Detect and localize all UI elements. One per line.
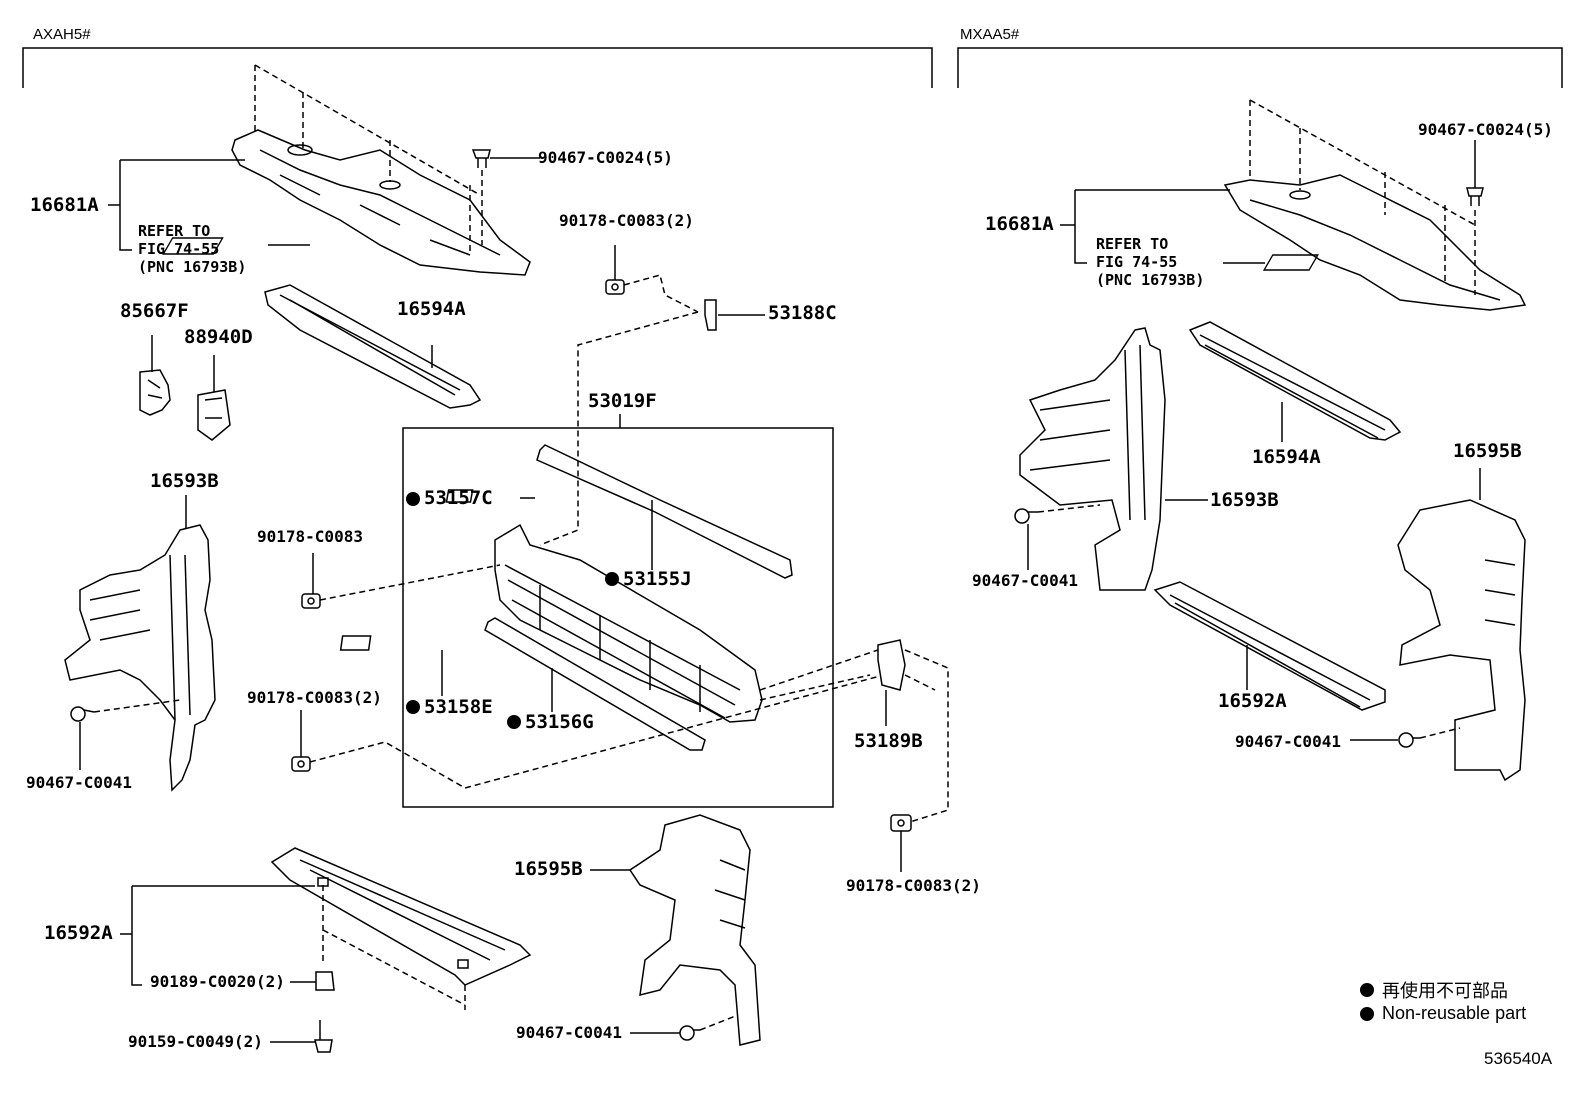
dash-53189B [759, 649, 949, 823]
ref-patch-right [1262, 254, 1319, 271]
part-53156G [484, 617, 706, 751]
label-90467-C0041-right-b[interactable]: 90467-C0041 [1235, 732, 1341, 751]
part-16592A-left [270, 847, 532, 986]
label-16595B-left[interactable]: 16595B [514, 858, 583, 880]
part-16592A-right [1153, 581, 1386, 711]
label-90178-C0083-2-bot[interactable]: 90178-C0083(2) [846, 876, 981, 895]
part-53155J [536, 444, 793, 579]
clip-90467-C0024-left [471, 149, 491, 168]
part-53157C [445, 489, 474, 503]
label-85667F[interactable]: 85667F [120, 300, 189, 322]
label-90178-C0083-mid[interactable]: 90178-C0083 [257, 527, 363, 546]
nonreusable-dot-icon [1360, 983, 1374, 997]
nut-90178-C0083-mid [301, 593, 321, 609]
label-53158E[interactable]: 53158E [424, 696, 493, 718]
part-16594A-left [264, 284, 482, 409]
clip-90189-C0020 [315, 971, 335, 991]
label-16595B-right[interactable]: 16595B [1453, 440, 1522, 462]
label-16592A-right[interactable]: 16592A [1218, 690, 1287, 712]
clip-90467-C0041-right-b [1398, 732, 1420, 748]
part-16593B-right [1019, 327, 1166, 591]
leader-16681A-left [108, 159, 245, 251]
dash-16681A-left [254, 64, 483, 255]
legend-jp-text: 再使用不可部品 [1382, 981, 1508, 1001]
label-16593B-left[interactable]: 16593B [150, 470, 219, 492]
leader-16681A-right [1060, 189, 1230, 264]
clip-90467-C0041-right-a [1014, 508, 1038, 524]
label-53189B[interactable]: 53189B [854, 730, 923, 752]
refer-note-right: REFER TO FIG 74-55 (PNC 16793B) [1096, 235, 1205, 289]
label-53156G[interactable]: 53156G [525, 711, 594, 733]
label-16593B-right[interactable]: 16593B [1210, 489, 1279, 511]
screw-90159-C0049 [314, 1020, 333, 1053]
leader-16592A-left [120, 885, 315, 986]
nut-90178-C0083-top [605, 279, 625, 295]
label-90467-C0041-right-a[interactable]: 90467-C0041 [972, 571, 1078, 590]
clip-90467-C0041-bot [679, 1025, 700, 1041]
label-90178-C0083-2-mid[interactable]: 90178-C0083(2) [247, 688, 382, 707]
ref-patch-left [162, 237, 224, 255]
label-16594A-right[interactable]: 16594A [1252, 446, 1321, 468]
label-90189-C0020[interactable]: 90189-C0020(2) [150, 972, 285, 991]
clip-90467-C0024-right [1466, 187, 1484, 206]
legend-en: Non-reusable part [1360, 1003, 1526, 1024]
dash-16592A-left [322, 885, 466, 1006]
part-16681A-left [231, 129, 531, 276]
nonreusable-dot-icon [1360, 1006, 1374, 1021]
label-53188C[interactable]: 53188C [768, 302, 837, 324]
part-16681A-right [1223, 174, 1527, 311]
legend-en-text: Non-reusable part [1382, 1003, 1527, 1023]
label-53157C[interactable]: 53157C [424, 487, 493, 509]
part-85667F [139, 369, 171, 416]
mxaa-bracket [957, 47, 1563, 88]
part-16595B-right [1397, 499, 1526, 782]
label-90159-C0049[interactable]: 90159-C0049(2) [128, 1032, 263, 1051]
legend-jp: 再使用不可部品 [1360, 977, 1508, 1003]
label-88940D[interactable]: 88940D [184, 326, 253, 348]
part-16595B-left [628, 814, 761, 1046]
dash-90178-2-mid [309, 675, 881, 789]
label-90178-C0083-2-top[interactable]: 90178-C0083(2) [559, 211, 694, 230]
part-53158E [339, 635, 372, 651]
header-mxaa5: MXAA5# [960, 26, 1020, 43]
axah-bracket [22, 47, 933, 88]
clip-90467-C0041-left [70, 706, 95, 722]
label-53019F[interactable]: 53019F [588, 390, 657, 412]
box-53019F [402, 427, 834, 808]
header-axah5: AXAH5# [33, 26, 91, 43]
nut-90178-C0083-2-bot [890, 814, 912, 832]
figure-number: 536540A [1484, 1049, 1553, 1068]
label-16594A-left[interactable]: 16594A [397, 298, 466, 320]
label-16681A-left[interactable]: 16681A [30, 194, 99, 216]
label-90467-C0024-right[interactable]: 90467-C0024(5) [1418, 120, 1553, 139]
dash-53188C [539, 311, 699, 546]
label-90467-C0024-left[interactable]: 90467-C0024(5) [538, 148, 673, 167]
part-53188C [704, 299, 717, 331]
part-16593B-left [64, 524, 216, 792]
part-88940D [197, 389, 231, 441]
label-16681A-right[interactable]: 16681A [985, 213, 1054, 235]
label-53155J[interactable]: 53155J [623, 568, 692, 590]
label-90467-C0041-bot[interactable]: 90467-C0041 [516, 1023, 622, 1042]
part-16594A-right [1188, 321, 1402, 441]
part-53189B [877, 639, 906, 691]
nonreusable-markers [406, 492, 619, 729]
nut-90178-C0083-2-mid [291, 756, 311, 772]
refer-note-left: REFER TO FIG 74-55 (PNC 16793B) [138, 222, 247, 276]
dash-90178-mid [319, 564, 501, 601]
dash-90178-top [623, 274, 699, 313]
dash-90467-C0041-left [93, 699, 181, 713]
label-90467-C0041-left[interactable]: 90467-C0041 [26, 773, 132, 792]
part-53019F [494, 523, 763, 723]
dash-16681A-right [1249, 99, 1476, 295]
label-16592A-left[interactable]: 16592A [44, 922, 113, 944]
